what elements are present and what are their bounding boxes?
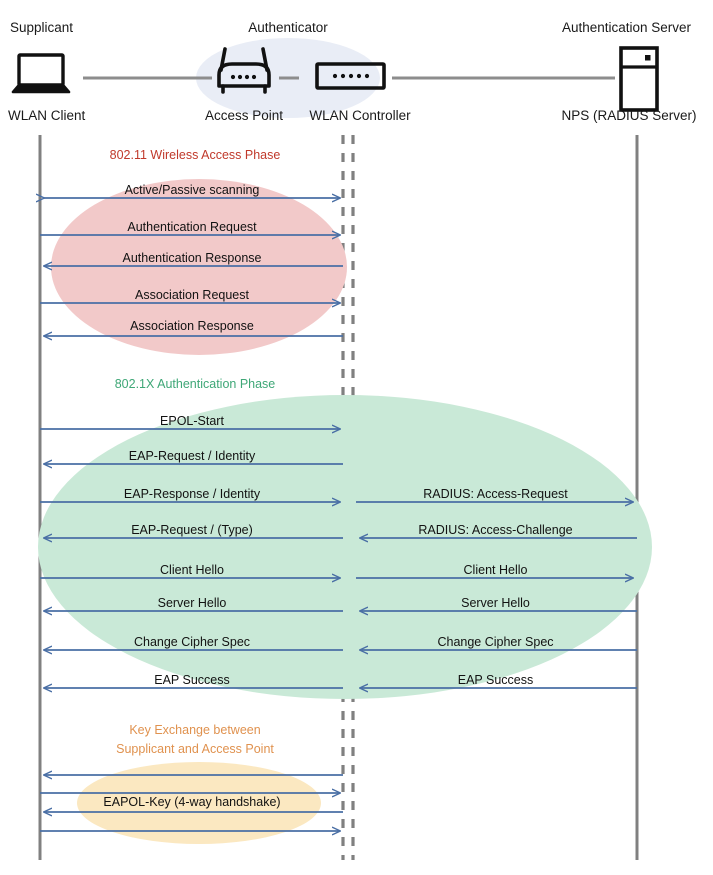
message-label-eap-response-identity: EAP-Response / Identity: [123, 487, 261, 501]
message-label-authentication-response: Authentication Response: [122, 251, 262, 265]
message-label-client-hello-left: Client Hello: [160, 563, 224, 577]
message-label-eap-request-identity: EAP-Request / Identity: [128, 449, 256, 463]
phase-label-key-exchange-line1: Key Exchange between: [129, 723, 261, 737]
phase-label-dot1x: 802.1X Authentication Phase: [114, 377, 276, 391]
message-label-change-cipher-spec-right: Change Cipher Spec: [437, 635, 554, 649]
laptop-icon: [11, 53, 71, 94]
arrow-group-80211: [40, 198, 343, 336]
phase-ellipse-dot1x: [38, 395, 652, 699]
message-label-association-response: Association Response: [130, 319, 254, 333]
message-label-eap-success-left: EAP Success: [154, 673, 230, 687]
phase-ellipse-key-exchange: [77, 762, 321, 844]
message-label-eap-success-right: EAP Success: [457, 673, 534, 687]
phase-label-wireless-access: 802.11 Wireless Access Phase: [109, 148, 281, 162]
arrow-group-dot1x-left: [40, 429, 343, 688]
message-label-active-passive-scanning: Active/Passive scanning: [124, 183, 260, 197]
phase-label-key-exchange-line2: Supplicant and Access Point: [116, 742, 274, 756]
message-label-radius-access-request: RADIUS: Access-Request: [423, 487, 568, 501]
actor-role-authenticator: Authenticator: [248, 20, 328, 35]
message-label-radius-access-challenge: RADIUS: Access-Challenge: [418, 523, 573, 537]
message-label-eap-request-type: EAP-Request / (Type): [131, 523, 253, 537]
arrow-group-dot1x-right: [356, 502, 637, 688]
message-label-server-hello-left: Server Hello: [157, 596, 227, 610]
server-icon: [619, 46, 659, 112]
wlan-controller-icon: [315, 62, 386, 90]
actor-name-wlan-controller: WLAN Controller: [309, 108, 411, 123]
actor-role-supplicant: Supplicant: [10, 20, 74, 35]
actor-name-nps-radius-server: NPS (RADIUS Server): [561, 108, 697, 123]
message-label-eapol-key-4way-handshake: EAPOL-Key (4-way handshake): [103, 795, 281, 809]
arrow-group-key-exchange: [40, 775, 343, 831]
actor-role-authentication-server: Authentication Server: [561, 20, 692, 35]
message-label-server-hello-right: Server Hello: [461, 596, 530, 610]
actor-name-wlan-client: WLAN Client: [8, 108, 86, 123]
phase-ellipse-wireless-access: [51, 179, 347, 355]
message-label-association-request: Association Request: [135, 288, 249, 302]
message-label-authentication-request: Authentication Request: [127, 220, 257, 234]
access-point-icon: [217, 47, 271, 94]
actor-name-access-point: Access Point: [204, 108, 284, 123]
message-label-eapol-start: EPOL-Start: [160, 414, 224, 428]
message-label-change-cipher-spec-left: Change Cipher Spec: [133, 635, 251, 649]
message-label-client-hello-right: Client Hello: [463, 563, 528, 577]
